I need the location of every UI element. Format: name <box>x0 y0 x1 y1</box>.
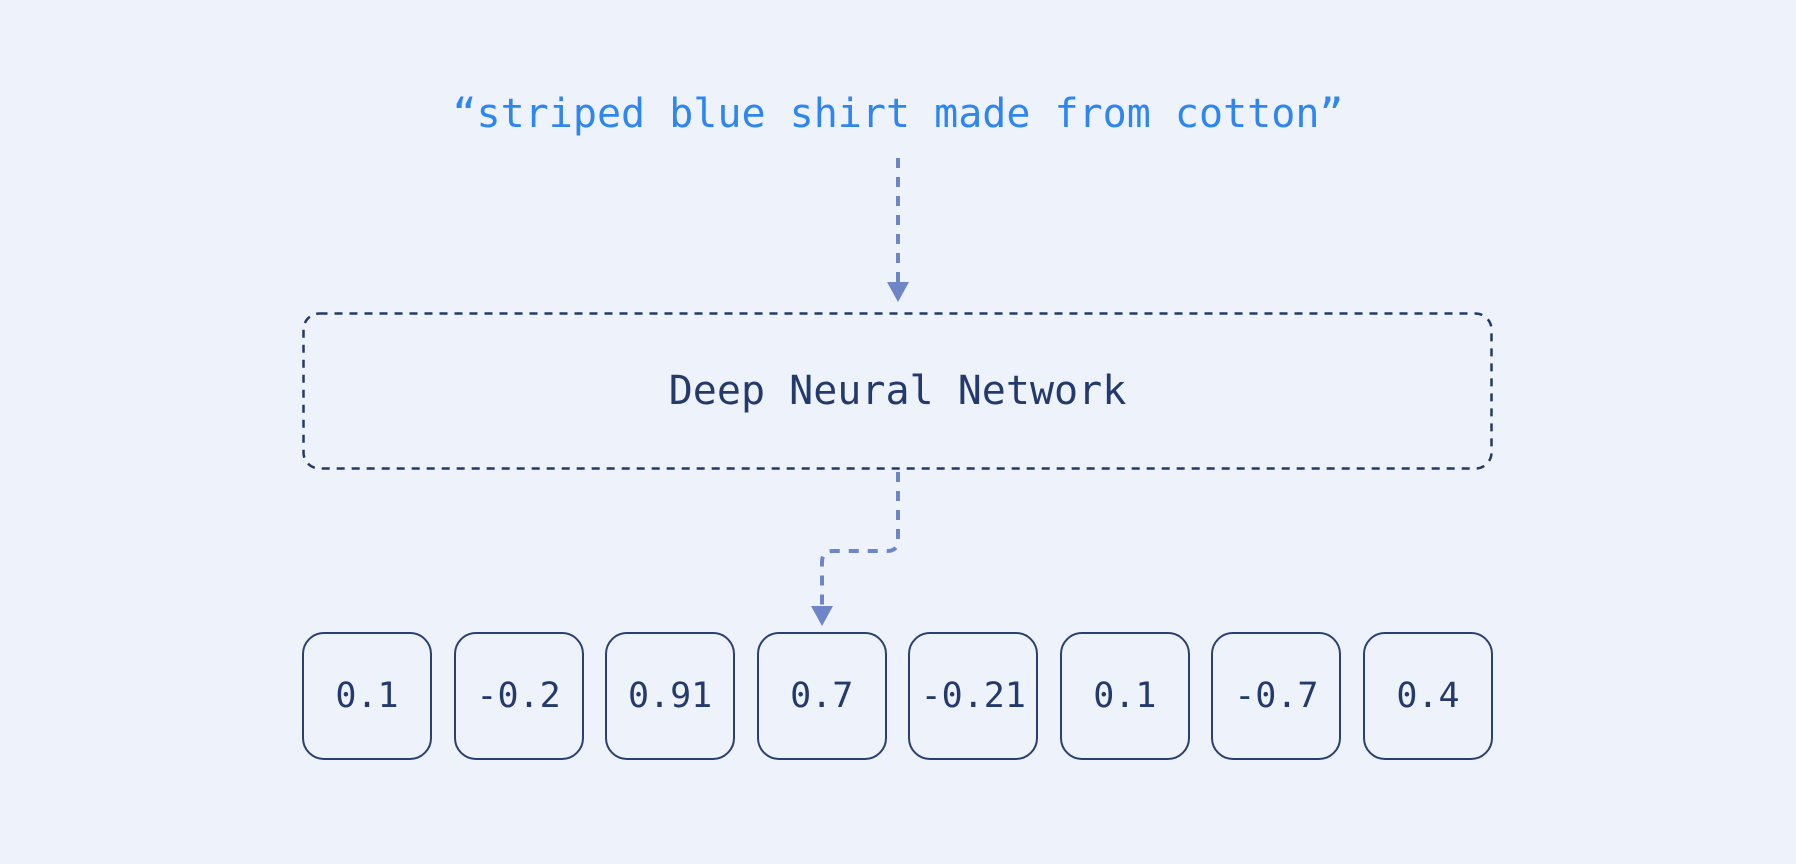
embedding-cell: 0.7 <box>756 632 887 760</box>
dashed-border <box>302 312 1493 470</box>
embedding-cell: -0.21 <box>908 632 1039 760</box>
embedding-cell: -0.7 <box>1211 632 1342 760</box>
arrow-down-icon <box>887 158 909 302</box>
embedding-vector-row: 0.1 -0.2 0.91 0.7 -0.21 0.1 -0.7 0.4 <box>302 632 1493 760</box>
neural-network-box: Deep Neural Network <box>302 312 1493 470</box>
neural-network-label: Deep Neural Network <box>668 368 1127 414</box>
embedding-cell: 0.1 <box>1059 632 1190 760</box>
elbow-arrow-down-icon <box>811 472 900 626</box>
embedding-cell: 0.4 <box>1362 632 1493 760</box>
input-quote-text: “striped blue shirt made from cotton” <box>452 91 1344 137</box>
embedding-cell: -0.2 <box>453 632 584 760</box>
embedding-cell: 0.91 <box>605 632 736 760</box>
embedding-cell: 0.1 <box>302 632 432 760</box>
